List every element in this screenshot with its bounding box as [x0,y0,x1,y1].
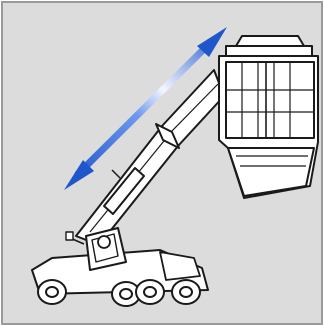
front-wheel-left [38,280,66,304]
rear-wheel-right [172,280,200,304]
rear-wheel-left [136,280,164,304]
